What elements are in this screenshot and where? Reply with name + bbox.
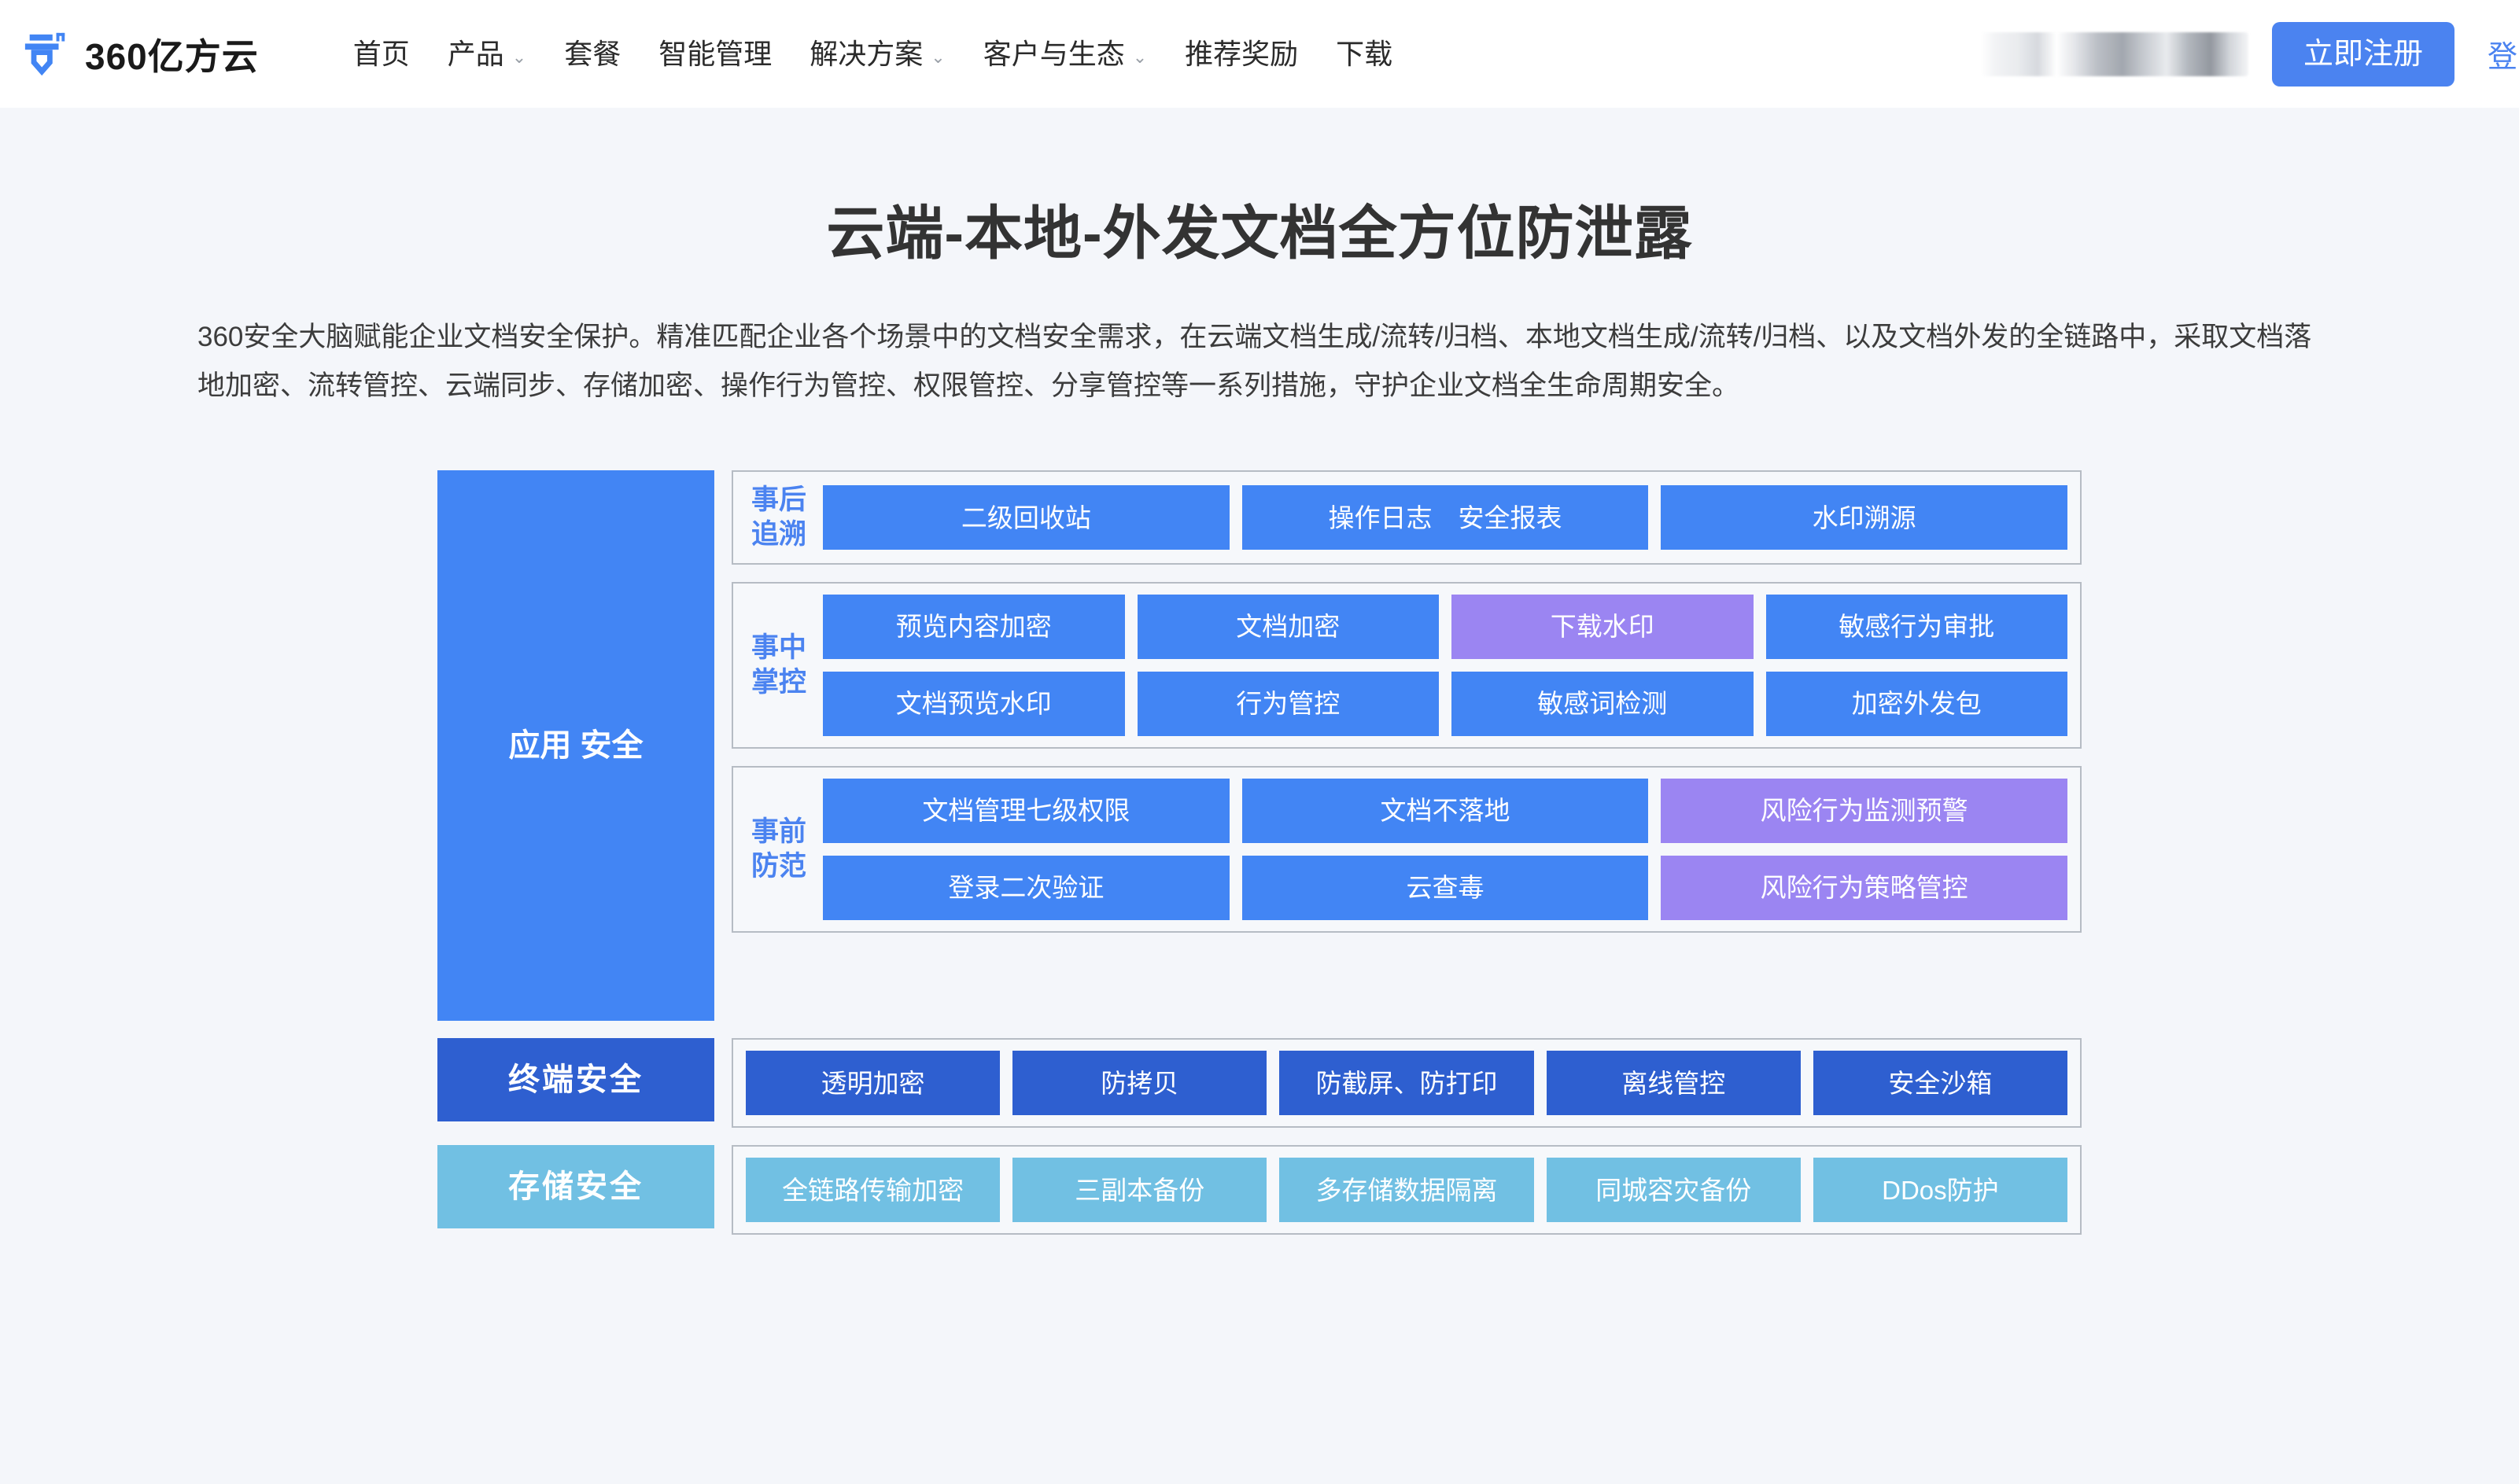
group-grid: 二级回收站 操作日志 安全报表 水印溯源 xyxy=(823,485,2068,551)
bookmark-pen-logo-icon xyxy=(22,30,71,79)
nav-item-products[interactable]: 产品 ⌄ xyxy=(429,37,545,70)
tile-behavior-control[interactable]: 行为管控 xyxy=(1137,671,1439,736)
group-in-process-control: 事中 掌控 预览内容加密 文档加密 下载水印 敏感行为审批 文档预览水印 行为管… xyxy=(732,581,2082,749)
category-terminal-security: 终端安全 xyxy=(437,1038,714,1122)
tile-cloud-antivirus[interactable]: 云查毒 xyxy=(1241,855,1649,920)
tile-document-encryption[interactable]: 文档加密 xyxy=(1137,594,1439,659)
navbar-actions: 立即注册 登录 xyxy=(1980,0,2519,108)
nav-item-home-label: 首页 xyxy=(352,37,410,70)
group-post-incident-tracing: 事后 追溯 二级回收站 操作日志 安全报表 水印溯源 xyxy=(732,470,2082,565)
tile-encrypted-outbound-package[interactable]: 加密外发包 xyxy=(1765,671,2067,736)
hero-section: 云端-本地-外发文档全方位防泄露 360安全大脑赋能企业文档安全保护。精准匹配企… xyxy=(0,108,2519,411)
tile-anti-screenshot-anti-print[interactable]: 防截屏、防打印 xyxy=(1279,1051,1534,1116)
tile-three-replica-backup[interactable]: 三副本备份 xyxy=(1012,1158,1267,1223)
application-security-groups: 事后 追溯 二级回收站 操作日志 安全报表 水印溯源 事中 掌控 预览内容加密 … xyxy=(732,470,2082,1021)
brand-logo[interactable]: 360亿方云 xyxy=(22,28,259,80)
nav-item-customers-ecosystem[interactable]: 客户与生态 ⌄ xyxy=(964,37,1166,70)
terminal-security-tiles: 透明加密 防拷贝 防截屏、防打印 离线管控 安全沙箱 xyxy=(732,1038,2082,1129)
tile-row: 预览内容加密 文档加密 下载水印 敏感行为审批 xyxy=(823,594,2067,659)
tile-security-sandbox[interactable]: 安全沙箱 xyxy=(1813,1051,2068,1116)
tile-document-preview-watermark[interactable]: 文档预览水印 xyxy=(823,671,1125,736)
application-security-block: 应用 安全 事后 追溯 二级回收站 操作日志 安全报表 水印溯源 事中 掌控 xyxy=(437,470,2082,1022)
tile-no-local-document-storage[interactable]: 文档不落地 xyxy=(1241,778,1649,843)
top-navigation-bar: 360亿方云 首页 产品 ⌄ 套餐 智能管理 解决方案 ⌄ 客户与生态 ⌄ 推荐… xyxy=(0,0,2519,108)
storage-security-block: 存储安全 全链路传输加密 三副本备份 多存储数据隔离 同城容灾备份 DDos防护 xyxy=(437,1145,2082,1235)
group-label-pre-incident-prevention: 事前 防范 xyxy=(751,816,806,882)
tile-login-two-factor-verification[interactable]: 登录二次验证 xyxy=(823,855,1230,920)
tile-preview-content-encryption[interactable]: 预览内容加密 xyxy=(823,594,1125,659)
tile-secondary-recycle-bin[interactable]: 二级回收站 xyxy=(823,485,1230,551)
main-menu: 首页 产品 ⌄ 套餐 智能管理 解决方案 ⌄ 客户与生态 ⌄ 推荐奖励 下载 xyxy=(334,37,1411,70)
group-grid: 文档管理七级权限 文档不落地 风险行为监测预警 登录二次验证 云查毒 风险行为策… xyxy=(823,778,2068,920)
nav-item-referral-rewards[interactable]: 推荐奖励 xyxy=(1166,37,1317,70)
tile-download-watermark[interactable]: 下载水印 xyxy=(1451,594,1754,659)
storage-security-tiles: 全链路传输加密 三副本备份 多存储数据隔离 同城容灾备份 DDos防护 xyxy=(732,1145,2082,1235)
tile-sensitive-word-detection[interactable]: 敏感词检测 xyxy=(1451,671,1754,736)
group-label-post-incident-tracing: 事后 追溯 xyxy=(751,484,806,551)
tile-ddos-protection[interactable]: DDos防护 xyxy=(1813,1158,2068,1223)
nav-item-solutions[interactable]: 解决方案 ⌄ xyxy=(791,37,964,70)
register-button[interactable]: 立即注册 xyxy=(2271,21,2454,87)
nav-item-download-label: 下载 xyxy=(1336,37,1393,70)
redacted-contact-info xyxy=(1980,31,2248,76)
group-pre-incident-prevention: 事前 防范 文档管理七级权限 文档不落地 风险行为监测预警 登录二次验证 云查毒… xyxy=(732,765,2082,933)
tile-same-city-disaster-backup[interactable]: 同城容灾备份 xyxy=(1546,1158,1801,1223)
terminal-security-block: 终端安全 透明加密 防拷贝 防截屏、防打印 离线管控 安全沙箱 xyxy=(437,1038,2082,1129)
tile-offline-control[interactable]: 离线管控 xyxy=(1546,1051,1801,1116)
nav-item-referral-rewards-label: 推荐奖励 xyxy=(1185,37,1299,70)
tile-multi-storage-data-isolation[interactable]: 多存储数据隔离 xyxy=(1279,1158,1534,1223)
nav-item-solutions-label: 解决方案 xyxy=(810,37,924,70)
page-title: 云端-本地-外发文档全方位防泄露 xyxy=(826,201,1693,266)
tile-row: 文档预览水印 行为管控 敏感词检测 加密外发包 xyxy=(823,671,2067,736)
tile-anti-copy[interactable]: 防拷贝 xyxy=(1012,1051,1267,1116)
tile-operation-log-security-report[interactable]: 操作日志 安全报表 xyxy=(1241,485,1649,551)
chevron-down-icon: ⌄ xyxy=(1132,46,1148,67)
page-description: 360安全大脑赋能企业文档安全保护。精准匹配企业各个场景中的文档安全需求，在云端… xyxy=(197,321,2312,402)
nav-item-products-label: 产品 xyxy=(447,37,504,70)
group-label-in-process-control: 事中 掌控 xyxy=(751,632,806,698)
category-application-security: 应用 安全 xyxy=(437,470,714,1022)
tile-row: 文档管理七级权限 文档不落地 风险行为监测预警 xyxy=(823,778,2068,843)
tile-seven-level-document-permissions[interactable]: 文档管理七级权限 xyxy=(823,778,1230,843)
nav-item-download[interactable]: 下载 xyxy=(1317,37,1411,70)
tile-risk-behavior-monitoring-alert[interactable]: 风险行为监测预警 xyxy=(1661,778,2068,843)
category-storage-security: 存储安全 xyxy=(437,1145,714,1229)
login-link[interactable]: 登录 xyxy=(2487,41,2519,74)
tile-row: 登录二次验证 云查毒 风险行为策略管控 xyxy=(823,855,2068,920)
category-column: 应用 安全 xyxy=(437,470,714,1022)
nav-item-customers-ecosystem-label: 客户与生态 xyxy=(983,37,1125,70)
nav-item-smart-management[interactable]: 智能管理 xyxy=(640,37,791,70)
tile-row: 二级回收站 操作日志 安全报表 水印溯源 xyxy=(823,485,2068,551)
tile-risk-behavior-policy-control[interactable]: 风险行为策略管控 xyxy=(1661,855,2068,920)
nav-item-home[interactable]: 首页 xyxy=(334,37,429,70)
chevron-down-icon: ⌄ xyxy=(931,46,946,67)
nav-item-packages-label: 套餐 xyxy=(564,37,621,70)
chevron-down-icon: ⌄ xyxy=(511,46,527,67)
security-architecture-diagram: 应用 安全 事后 追溯 二级回收站 操作日志 安全报表 水印溯源 事中 掌控 xyxy=(437,470,2082,1235)
tile-transparent-encryption[interactable]: 透明加密 xyxy=(746,1051,1001,1116)
tile-sensitive-behavior-approval[interactable]: 敏感行为审批 xyxy=(1765,594,2067,659)
brand-name: 360亿方云 xyxy=(85,35,259,77)
nav-item-packages[interactable]: 套餐 xyxy=(545,37,640,70)
tile-full-link-transmission-encryption[interactable]: 全链路传输加密 xyxy=(746,1158,1001,1223)
nav-item-smart-management-label: 智能管理 xyxy=(658,37,773,70)
tile-watermark-tracing[interactable]: 水印溯源 xyxy=(1661,485,2068,551)
group-grid: 预览内容加密 文档加密 下载水印 敏感行为审批 文档预览水印 行为管控 敏感词检… xyxy=(823,594,2067,736)
